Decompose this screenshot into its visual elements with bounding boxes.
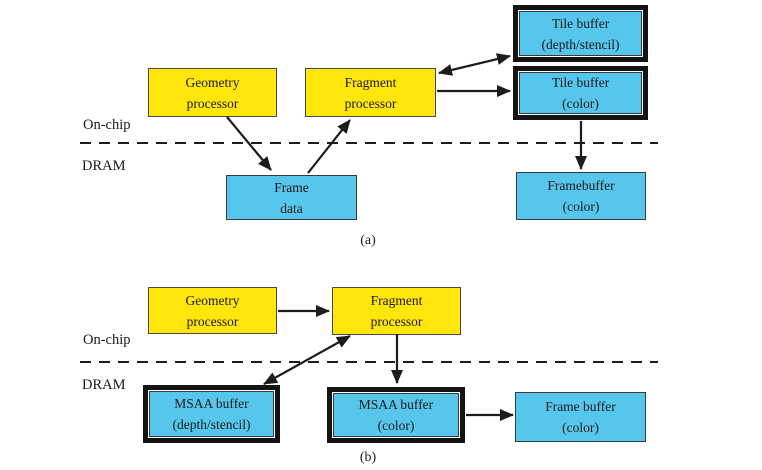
framebuffer-color-label-line2: (color) (562, 199, 600, 214)
frame-data-label-line1: Frame (274, 179, 309, 195)
fragment-processor-box-a: Fragment processor (305, 68, 436, 117)
msaa-buffer-depth-label-line2: (depth/stencil) (172, 417, 251, 432)
msaa-buffer-depth-stencil-box: MSAA buffer (depth/stencil) (143, 385, 280, 443)
frame-buffer-color-label-line1: Frame buffer (545, 399, 616, 414)
framebuffer-color-label-line1: Framebuffer (547, 178, 615, 193)
tile-buffer-depth-stencil-fill: Tile buffer (depth/stencil) (519, 11, 642, 56)
arrow-geometry-to-frame-data (226, 116, 272, 171)
frame-data-label-line2: data (280, 200, 303, 216)
arrow-frame-data-to-fragment (307, 119, 351, 174)
tile-buffer-color-label-line2: (color) (562, 96, 599, 111)
tile-buffer-depth-label-line1: Tile buffer (551, 15, 610, 31)
geometry-processor-box-b: Geometry processor (148, 287, 277, 334)
dram-label-b: DRAM (82, 377, 126, 393)
fragment-processor-box-b: Fragment processor (332, 287, 461, 335)
fragment-processor-label-line2: processor (344, 95, 397, 111)
frame-buffer-color-box: Frame buffer (color) (515, 392, 646, 442)
arrow-fragment-tile-depth-bidirectional (438, 53, 511, 76)
msaa-buffer-color-label-line2: (color) (377, 418, 415, 433)
fragment-processor-b-label-line1: Fragment (370, 293, 423, 308)
frame-buffer-color-label-line2: (color) (562, 420, 599, 435)
on-chip-label-a: On-chip (83, 117, 131, 133)
caption-a: (a) (360, 233, 376, 248)
geometry-processor-label-line2: processor (186, 95, 239, 111)
caption-b: (b) (359, 450, 377, 465)
tile-buffer-depth-stencil-box: Tile buffer (depth/stencil) (513, 5, 648, 62)
geometry-processor-box-a: Geometry processor (148, 68, 277, 117)
geometry-processor-b-label-line1: Geometry (185, 292, 240, 308)
framebuffer-color-box: Framebuffer (color) (516, 172, 646, 220)
on-chip-label-b: On-chip (83, 332, 131, 348)
msaa-buffer-color-fill: MSAA buffer (color) (333, 393, 459, 437)
fragment-processor-b-label-line2: processor (370, 314, 423, 329)
tile-buffer-color-box: Tile buffer (color) (513, 66, 648, 120)
fragment-processor-label-line1: Fragment (344, 74, 397, 90)
msaa-buffer-depth-label-line1: MSAA buffer (174, 396, 249, 411)
frame-data-box: Frame data (226, 175, 357, 220)
arrow-fragment-msaa-depth-bidirectional (263, 335, 351, 385)
tile-buffer-depth-label-line2: (depth/stencil) (541, 36, 620, 52)
msaa-buffer-color-label-line1: MSAA buffer (358, 397, 434, 412)
tile-buffer-color-fill: Tile buffer (color) (519, 72, 642, 114)
geometry-processor-b-label-line2: processor (186, 313, 239, 329)
dram-label-a: DRAM (82, 158, 126, 174)
geometry-processor-label-line1: Geometry (185, 74, 240, 90)
tile-buffer-color-label-line1: Tile buffer (551, 75, 610, 90)
msaa-buffer-depth-stencil-fill: MSAA buffer (depth/stencil) (149, 391, 274, 437)
msaa-buffer-color-box: MSAA buffer (color) (327, 387, 465, 443)
